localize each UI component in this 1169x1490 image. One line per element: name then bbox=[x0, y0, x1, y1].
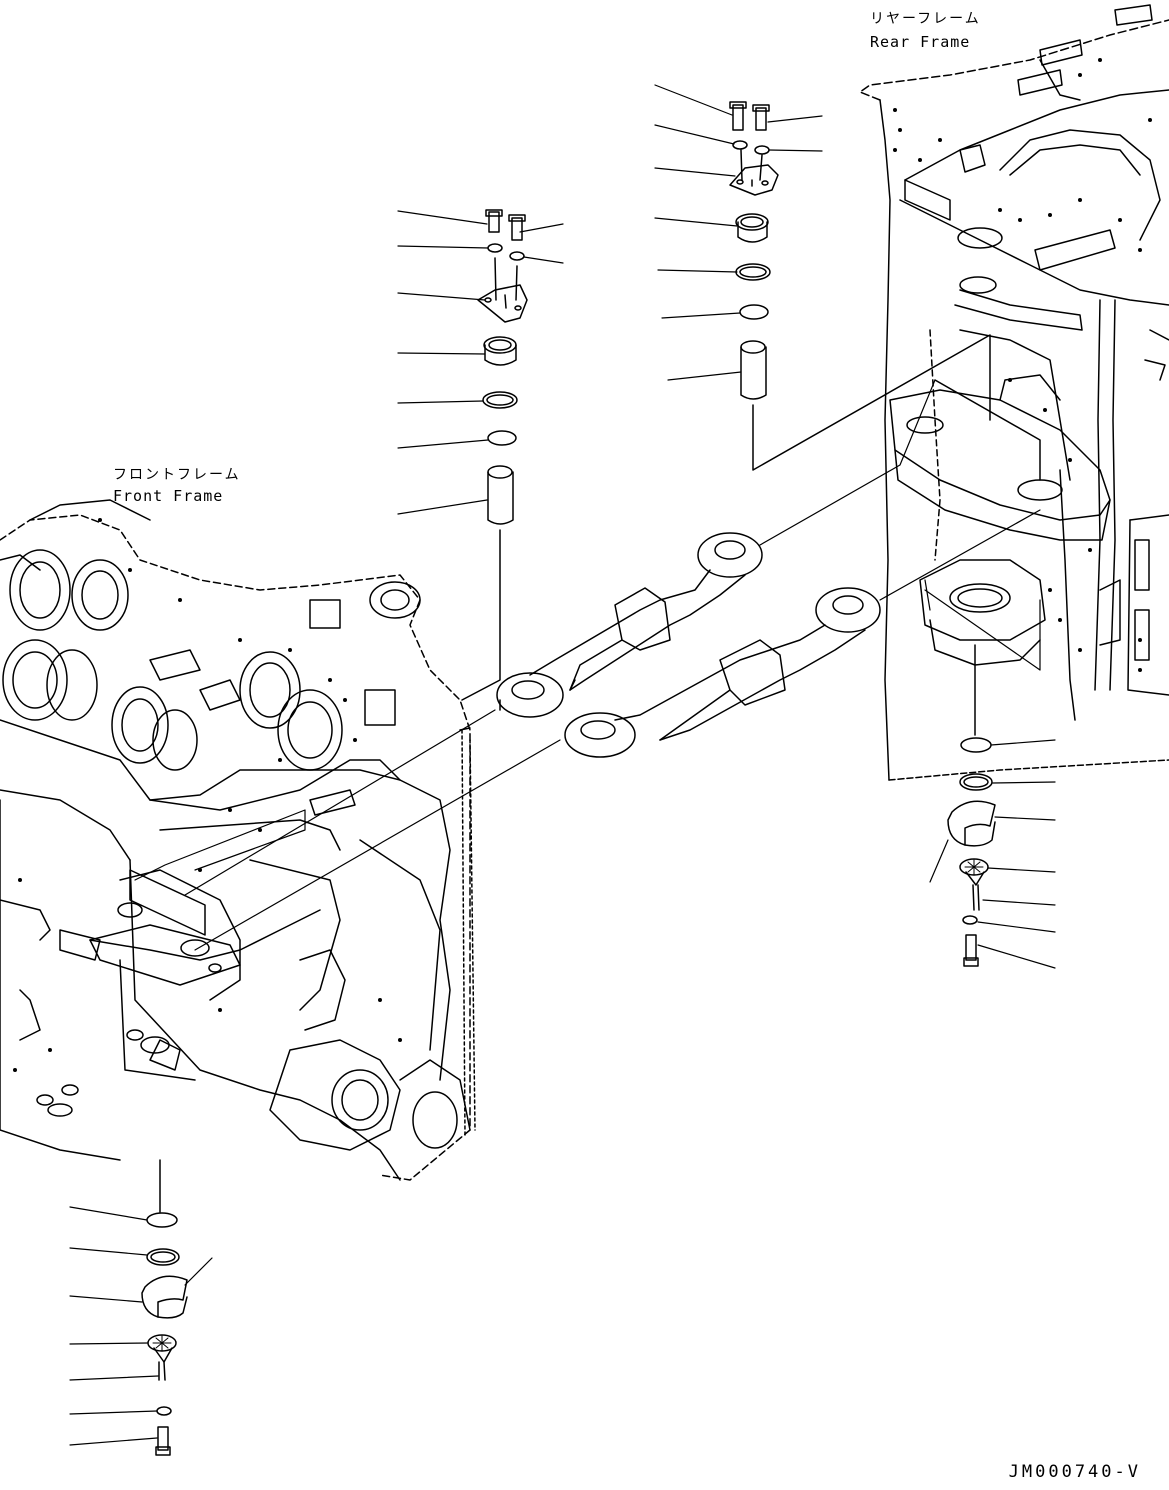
front-frame-upper-hinge bbox=[89, 869, 241, 986]
front-frame bbox=[0, 499, 476, 1181]
front-frame-label-jp: フロントフレーム bbox=[113, 467, 241, 483]
lock-washer bbox=[509, 251, 525, 261]
front-frame-label-en: Front Frame bbox=[113, 487, 224, 505]
rear-frame-label-jp: リヤーフレーム bbox=[870, 11, 981, 27]
cap-bolt bbox=[488, 211, 500, 233]
rear-lower-stack-leaders bbox=[929, 739, 1056, 969]
rear-frame-label-en: Rear Frame bbox=[870, 33, 971, 51]
retainer-plate bbox=[477, 284, 528, 323]
bushing bbox=[484, 344, 517, 366]
center-pin-stack bbox=[461, 209, 528, 711]
rear-frame-bolt-holes bbox=[893, 58, 1152, 672]
steering-cylinder-lower bbox=[564, 587, 881, 758]
center-pin bbox=[487, 471, 514, 525]
center-pin-stack-leaders bbox=[397, 210, 564, 515]
cap-bolt bbox=[511, 217, 523, 241]
drawing-code: JM000740-V bbox=[1008, 1462, 1141, 1482]
rear-frame bbox=[859, 4, 1169, 781]
front-lower-pin-stack bbox=[141, 1159, 188, 1456]
front-lower-stack-leaders bbox=[69, 1206, 213, 1446]
lock-washer bbox=[487, 243, 503, 253]
rear-lower-pin-stack bbox=[947, 644, 996, 967]
seal-ring bbox=[482, 391, 518, 409]
rear-pin-stack-leaders bbox=[654, 84, 823, 381]
o-ring bbox=[487, 430, 517, 446]
front-frame-bolt-holes bbox=[13, 518, 402, 1072]
steering-cylinder-upper bbox=[496, 532, 763, 718]
assembly-leaders bbox=[134, 379, 1041, 951]
